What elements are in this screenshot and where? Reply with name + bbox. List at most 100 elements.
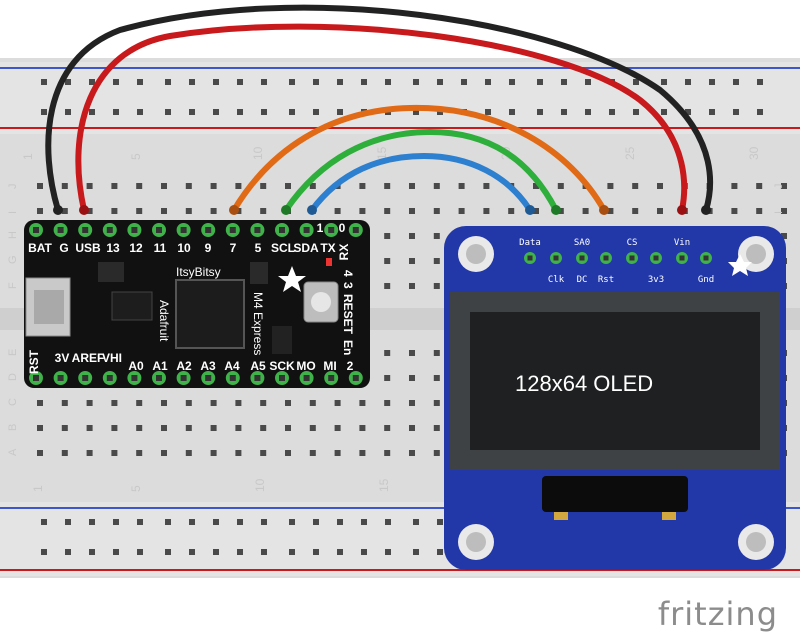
- itsy-top-pad: [225, 223, 240, 237]
- itsy-bottom-pin-label: 2: [347, 359, 354, 373]
- svg-text:A: A: [7, 448, 19, 456]
- breadboard-hole: [165, 519, 171, 525]
- breadboard-hole: [86, 208, 93, 214]
- breadboard-hole: [561, 109, 567, 115]
- breadboard-hole: [661, 79, 667, 85]
- itsy-bottom-pad: [176, 371, 191, 385]
- breadboard-hole: [632, 208, 639, 214]
- svg-text:10: 10: [253, 478, 267, 492]
- itsy-bottom-pad: [127, 371, 142, 385]
- breadboard-hole: [313, 549, 319, 555]
- breadboard-hole: [213, 549, 219, 555]
- itsy-top-pin-label: BAT: [28, 241, 52, 255]
- pin-label-3: 3: [341, 282, 355, 289]
- itsy-bottom-pin-label: MO: [296, 359, 315, 373]
- breadboard-hole: [384, 208, 391, 214]
- itsy-top-pad: [324, 223, 339, 237]
- breadboard-hole: [781, 208, 787, 214]
- oled-screen: [470, 312, 760, 450]
- breadboard-hole: [509, 79, 515, 85]
- board-brand: Adafruit: [157, 300, 171, 342]
- breadboard-hole: [437, 519, 443, 525]
- breadboard-hole: [136, 400, 143, 406]
- regulator-chip: [98, 262, 124, 282]
- svg-text:D: D: [7, 373, 19, 381]
- breadboard-hole: [385, 79, 391, 85]
- adafruit-star-logo: [278, 266, 306, 292]
- oled-bottom-pin-label: Clk: [548, 275, 565, 285]
- breadboard-hole: [136, 450, 143, 456]
- breadboard-hole: [289, 519, 295, 525]
- breadboard-hole: [61, 183, 68, 189]
- breadboard-hole: [235, 425, 242, 431]
- itsy-top-pin-label: 11: [154, 241, 167, 255]
- breadboard-hole: [89, 519, 95, 525]
- itsy-bottom-pin-label: A5: [250, 359, 266, 373]
- breadboard-hole: [113, 109, 119, 115]
- breadboard-hole: [485, 79, 491, 85]
- breadboard-hole: [235, 400, 242, 406]
- itsy-top-pin-label: RX: [337, 244, 351, 261]
- breadboard-hole: [285, 400, 291, 406]
- breadboard-hole: [409, 350, 415, 356]
- breadboard-hole: [213, 79, 219, 85]
- itsy-top-pad: [29, 223, 43, 237]
- itsy-bottom-pad: [102, 371, 117, 385]
- oled-bottom-pin-label: Rst: [598, 275, 614, 285]
- oled-pin-pad: [600, 252, 612, 264]
- breadboard-hole: [533, 183, 539, 189]
- breadboard-hole: [65, 519, 71, 525]
- breadboard-hole: [137, 549, 143, 555]
- oled-bottom-pin-label: 3v3: [648, 275, 664, 285]
- breadboard-hole: [113, 79, 119, 85]
- breadboard-hole: [313, 519, 319, 525]
- breadboard-hole: [185, 450, 192, 456]
- breadboard-hole: [461, 79, 467, 85]
- itsy-bottom-pin-label: A2: [176, 359, 192, 373]
- breadboard-hole: [185, 183, 192, 189]
- flash-chip: [272, 326, 292, 354]
- breadboard-hole: [433, 450, 440, 456]
- status-led: [326, 258, 332, 266]
- itsy-bottom-pin-label: A4: [224, 359, 240, 373]
- breadboard-hole: [433, 208, 440, 214]
- oled-pin-pad: [700, 252, 712, 264]
- breadboard-hole: [384, 425, 391, 431]
- breadboard-hole: [111, 425, 118, 431]
- itsy-bottom-pin-label: SCK: [269, 359, 295, 373]
- breadboard-hole: [210, 183, 217, 189]
- breadboard-hole: [433, 425, 440, 431]
- itsy-top-pad: [176, 223, 191, 237]
- breadboard-hole: [285, 450, 291, 456]
- breadboard-hole: [65, 109, 71, 115]
- breadboard-hole: [189, 109, 195, 115]
- itsy-top-pin-label: SDA: [293, 241, 319, 255]
- breadboard-hole: [537, 109, 543, 115]
- svg-text:J: J: [773, 184, 785, 190]
- itsy-bottom-pin-label: RST: [27, 349, 41, 374]
- itsy-top-pin-label: 0: [339, 221, 346, 235]
- itsy-bottom-pin-label: A0: [128, 359, 144, 373]
- breadboard-hole: [165, 109, 171, 115]
- svg-text:10: 10: [251, 146, 265, 160]
- breadboard-hole: [260, 450, 267, 456]
- breadboard-hole: [334, 208, 341, 214]
- itsy-top-pad: [201, 223, 216, 237]
- itsy-bottom-pad: [53, 371, 68, 385]
- breadboard-hole: [334, 425, 341, 431]
- breadboard-hole: [657, 183, 663, 189]
- breadboard-hole: [433, 400, 440, 406]
- breadboard-hole: [136, 183, 143, 189]
- breadboard-hole: [237, 519, 243, 525]
- column-numbers-bottom: 1 5 10 15: [31, 478, 391, 492]
- breadboard-hole: [433, 183, 440, 189]
- breadboard-hole: [41, 549, 47, 555]
- breadboard-hole: [709, 79, 715, 85]
- breadboard-hole: [185, 208, 192, 214]
- breadboard-hole: [111, 400, 118, 406]
- breadboard-hole: [384, 283, 391, 289]
- breadboard-hole: [61, 400, 68, 406]
- itsy-top-pin-label: USB: [75, 241, 101, 255]
